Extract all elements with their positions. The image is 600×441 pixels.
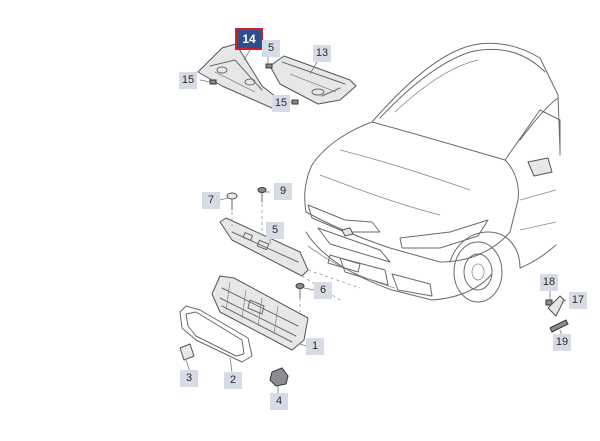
cowl-panel-left: [197, 43, 281, 109]
callout-4[interactable]: 4: [270, 393, 288, 410]
screw-6: [295, 283, 305, 299]
frame-2: [179, 305, 253, 363]
callout-2[interactable]: 2: [224, 372, 242, 389]
bracket-3: [179, 343, 195, 361]
callout-15-left[interactable]: 15: [179, 72, 197, 89]
assembly-lines: [231, 204, 361, 312]
crossmember-5: [219, 217, 309, 277]
clip-15-left: [209, 79, 217, 85]
callout-17[interactable]: 17: [569, 292, 587, 309]
callout-15-right[interactable]: 15: [272, 95, 290, 112]
callout-6[interactable]: 6: [314, 282, 332, 299]
grille-1: [211, 275, 309, 351]
callout-5-crossmember[interactable]: 5: [266, 222, 284, 239]
callout-5-top[interactable]: 5: [262, 40, 280, 57]
leader-lines: [185, 49, 567, 394]
callout-7[interactable]: 7: [202, 192, 220, 209]
clip-15-right: [291, 99, 299, 105]
callout-14[interactable]: 14: [235, 28, 263, 50]
callout-19[interactable]: 19: [553, 334, 571, 351]
screw-7: [226, 192, 238, 211]
trim-17: [547, 295, 565, 317]
trim-19: [549, 319, 569, 333]
callout-9[interactable]: 9: [274, 183, 292, 200]
callout-3[interactable]: 3: [180, 370, 198, 387]
callout-1[interactable]: 1: [306, 338, 324, 355]
cowl-panel-right: [269, 55, 357, 105]
holder-4: [269, 367, 289, 387]
clip-5-top: [265, 63, 273, 69]
car-illustration: [304, 42, 561, 303]
callout-13[interactable]: 13: [313, 45, 331, 62]
callout-18[interactable]: 18: [540, 274, 558, 291]
screw-9: [257, 187, 267, 203]
